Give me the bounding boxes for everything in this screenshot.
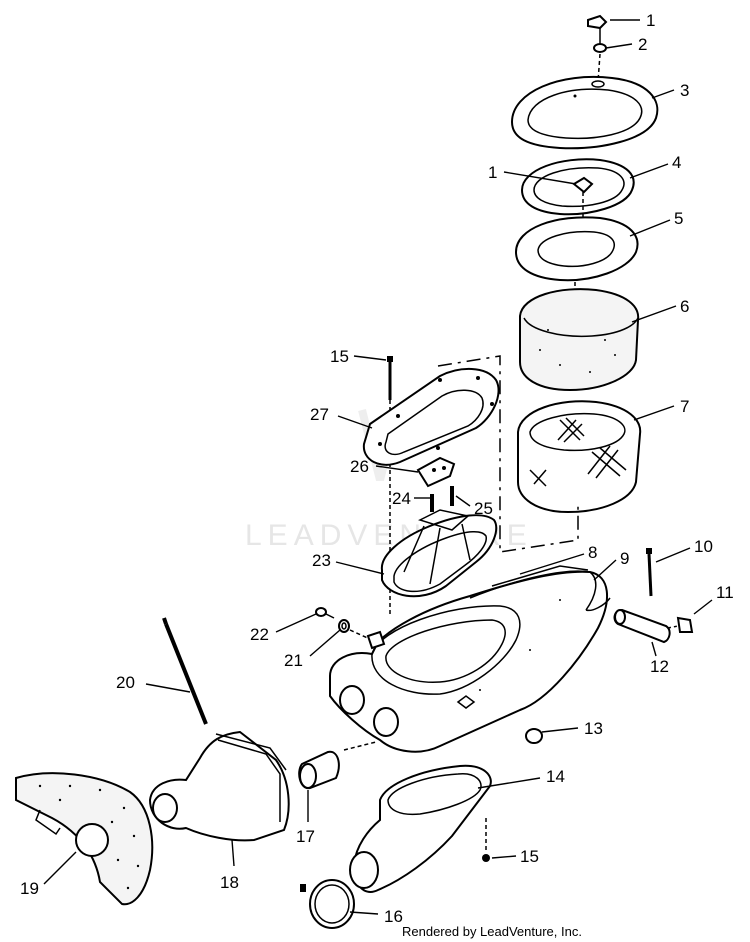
callout-17: 17 xyxy=(296,827,315,846)
callout-13: 13 xyxy=(584,719,603,738)
filter-support-cage xyxy=(380,509,498,598)
callout-10: 10 xyxy=(694,537,713,556)
callout-22: 22 xyxy=(250,625,269,644)
callout-11: 11 xyxy=(716,583,734,602)
callout-18: 18 xyxy=(220,873,239,892)
intake-boot xyxy=(148,730,290,842)
callout-9: 9 xyxy=(620,549,629,568)
callout-1-top: 1 xyxy=(646,11,655,30)
callouts: 1 2 3 1 4 5 6 15 7 27 26 24 25 23 8 9 10… xyxy=(20,11,734,926)
assembly-centerline xyxy=(437,355,579,553)
hose-cap xyxy=(676,616,694,633)
washer-small xyxy=(338,619,350,633)
coupler-sleeve xyxy=(298,750,340,790)
callout-26: 26 xyxy=(350,457,369,476)
callout-7: 7 xyxy=(680,397,689,416)
callout-16: 16 xyxy=(384,907,403,926)
washer-top xyxy=(593,43,607,53)
screw-small xyxy=(315,607,335,619)
air-box-housing xyxy=(329,570,611,753)
inlet-duct xyxy=(349,764,492,893)
bolt-side xyxy=(646,548,653,597)
drain-rod xyxy=(162,617,208,725)
breather-hose xyxy=(613,608,671,644)
callout-1-inner: 1 xyxy=(488,163,497,182)
callout-19: 19 xyxy=(20,879,39,898)
bolt-lower xyxy=(482,854,490,862)
splash-shield xyxy=(15,772,154,906)
callout-23: 23 xyxy=(312,551,331,570)
callout-8: 8 xyxy=(588,543,597,562)
callout-25: 25 xyxy=(474,499,493,518)
leader-lines xyxy=(43,19,713,915)
callout-27: 27 xyxy=(310,405,329,424)
callout-2: 2 xyxy=(638,35,647,54)
filter-plate xyxy=(514,216,639,282)
air-box-cover xyxy=(510,76,659,150)
callout-5: 5 xyxy=(674,209,683,228)
callout-14: 14 xyxy=(546,767,565,786)
callout-15-lower: 15 xyxy=(520,847,539,866)
callout-12: 12 xyxy=(650,657,669,676)
wing-nut-top xyxy=(587,14,608,44)
air-box-lid-strip xyxy=(491,565,589,587)
callout-21: 21 xyxy=(284,651,303,670)
callout-24: 24 xyxy=(392,489,411,508)
hose-clamp xyxy=(300,879,355,929)
foam-filter-outer xyxy=(519,288,640,392)
callout-4: 4 xyxy=(672,153,681,172)
mounting-plate-small xyxy=(416,456,456,488)
callout-15-upper: 15 xyxy=(330,347,349,366)
callout-6: 6 xyxy=(680,297,689,316)
grommet xyxy=(525,728,543,744)
stud-pair xyxy=(430,486,454,512)
render-credit: Rendered by LeadVenture, Inc. xyxy=(402,924,582,939)
filter-flange-gasket xyxy=(362,367,500,466)
paper-filter-element xyxy=(517,400,642,514)
callout-3: 3 xyxy=(680,81,689,100)
callout-20: 20 xyxy=(116,673,135,692)
